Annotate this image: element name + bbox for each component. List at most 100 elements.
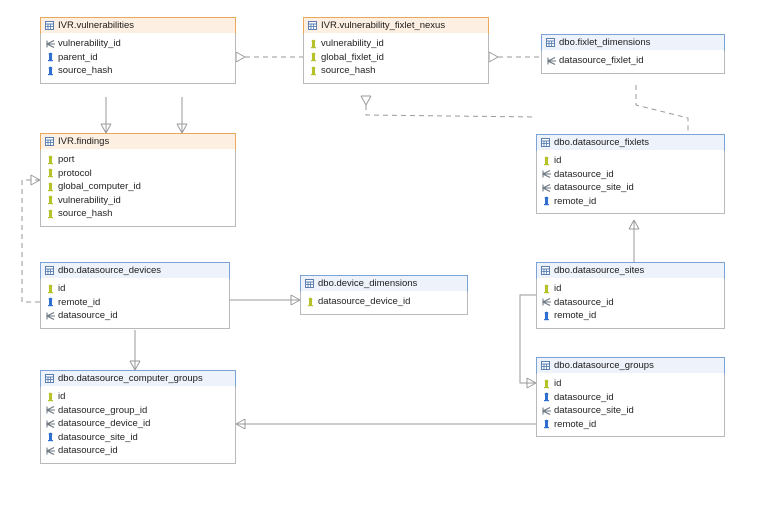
field-row[interactable]: id <box>45 390 232 404</box>
table-fields-dbo_device_dimensions: datasource_device_id <box>301 291 467 314</box>
field-row[interactable]: datasource_device_id <box>45 417 232 431</box>
table-header-dbo_datasource_sites[interactable]: dbo.datasource_sites <box>536 262 725 279</box>
table-icon <box>45 265 55 276</box>
field-name: parent_id <box>58 51 98 63</box>
relation-icon <box>541 169 551 179</box>
field-row[interactable]: source_hash <box>45 64 232 78</box>
key-icon <box>45 284 55 294</box>
field-row[interactable]: remote_id <box>541 418 721 432</box>
table-icon <box>308 20 318 31</box>
table-header-ivr_findings[interactable]: IVR.findings <box>40 133 236 150</box>
table-title: dbo.datasource_devices <box>58 265 161 276</box>
table-header-ivr_vulnerability_fixlet_nexus[interactable]: IVR.vulnerability_fixlet_nexus <box>303 17 489 34</box>
table-header-dbo_datasource_groups[interactable]: dbo.datasource_groups <box>536 357 725 374</box>
key-icon <box>308 66 318 76</box>
table-node-ivr_vulnerability_fixlet_nexus[interactable]: IVR.vulnerability_fixlet_nexus vulnerabil… <box>303 17 489 84</box>
field-name: protocol <box>58 167 92 179</box>
edge-datasource-devices-device-dimensions <box>230 294 301 306</box>
edge-datasource-sites-datasource-groups <box>519 294 537 389</box>
table-header-dbo_fixlet_dimensions[interactable]: dbo.fixlet_dimensions <box>541 34 725 51</box>
table-header-dbo_datasource_computer_groups[interactable]: dbo.datasource_computer_groups <box>40 370 236 387</box>
table-header-dbo_datasource_devices[interactable]: dbo.datasource_devices <box>40 262 230 279</box>
table-header-dbo_device_dimensions[interactable]: dbo.device_dimensions <box>300 275 468 292</box>
field-name: datasource_device_id <box>318 296 411 307</box>
field-row[interactable]: port <box>45 153 232 167</box>
key-icon <box>308 52 318 62</box>
field-row[interactable]: remote_id <box>541 195 721 209</box>
key-icon <box>45 182 55 192</box>
field-row[interactable]: global_fixlet_id <box>308 51 485 65</box>
table-icon <box>45 136 55 147</box>
field-row[interactable]: datasource_id <box>541 168 721 182</box>
field-row[interactable]: source_hash <box>45 207 232 221</box>
field-row[interactable]: datasource_id <box>45 309 226 323</box>
field-row[interactable]: id <box>541 282 721 296</box>
field-row[interactable]: datasource_site_id <box>541 181 721 195</box>
field-row[interactable]: global_computer_id <box>45 180 232 194</box>
field-row[interactable]: protocol <box>45 167 232 181</box>
field-name: datasource_id <box>554 391 614 403</box>
field-row[interactable]: id <box>45 282 226 296</box>
field-row[interactable]: datasource_id <box>45 444 232 458</box>
field-name: datasource_id <box>554 296 614 308</box>
key-icon <box>45 195 55 205</box>
field-row[interactable]: vulnerability_id <box>308 37 485 51</box>
field-row[interactable]: id <box>541 154 721 168</box>
field-row[interactable]: datasource_id <box>541 391 721 405</box>
relation-icon <box>45 419 55 429</box>
table-node-dbo_fixlet_dimensions[interactable]: dbo.fixlet_dimensions datasource_fixlet_i… <box>541 34 725 74</box>
relation-icon <box>546 56 556 66</box>
edge-nexus-datasource-fixlets <box>360 95 537 118</box>
field-name: global_fixlet_id <box>321 51 384 63</box>
field-row[interactable]: datasource_site_id <box>541 404 721 418</box>
field-row[interactable]: vulnerability_id <box>45 194 232 208</box>
table-icon <box>541 137 551 148</box>
index-icon <box>541 392 551 402</box>
relation-icon <box>541 297 551 307</box>
field-row[interactable]: id <box>541 377 721 391</box>
field-name: vulnerability_id <box>58 38 121 49</box>
field-name: datasource_site_id <box>554 405 634 416</box>
relation-icon <box>541 183 551 193</box>
table-icon <box>45 20 55 31</box>
table-header-dbo_datasource_fixlets[interactable]: dbo.datasource_fixlets <box>536 134 725 151</box>
key-icon <box>305 297 315 307</box>
field-name: port <box>58 154 75 165</box>
field-row[interactable]: datasource_device_id <box>305 295 464 309</box>
field-row[interactable]: vulnerability_id <box>45 37 232 51</box>
field-row[interactable]: datasource_group_id <box>45 404 232 418</box>
field-name: datasource_device_id <box>58 418 151 429</box>
field-row[interactable]: remote_id <box>45 296 226 310</box>
edge-datasource-fixlets-datasource-sites <box>628 219 640 262</box>
field-row[interactable]: datasource_site_id <box>45 431 232 445</box>
field-row[interactable]: datasource_id <box>541 296 721 310</box>
field-row[interactable]: parent_id <box>45 51 232 65</box>
index-icon <box>45 432 55 442</box>
field-row[interactable]: datasource_fixlet_id <box>546 54 721 68</box>
table-title: dbo.fixlet_dimensions <box>559 37 651 48</box>
field-row[interactable]: remote_id <box>541 309 721 323</box>
field-name: id <box>58 391 66 402</box>
table-icon <box>546 37 556 48</box>
relation-icon <box>45 39 55 49</box>
index-icon <box>541 311 551 321</box>
index-icon <box>541 196 551 206</box>
table-icon <box>541 360 551 371</box>
table-node-dbo_device_dimensions[interactable]: dbo.device_dimensions datasource_device_i… <box>300 275 468 315</box>
field-name: datasource_site_id <box>554 182 634 193</box>
relation-icon <box>45 405 55 415</box>
field-row[interactable]: source_hash <box>308 64 485 78</box>
table-header-ivr_vulnerabilities[interactable]: IVR.vulnerabilities <box>40 17 236 34</box>
